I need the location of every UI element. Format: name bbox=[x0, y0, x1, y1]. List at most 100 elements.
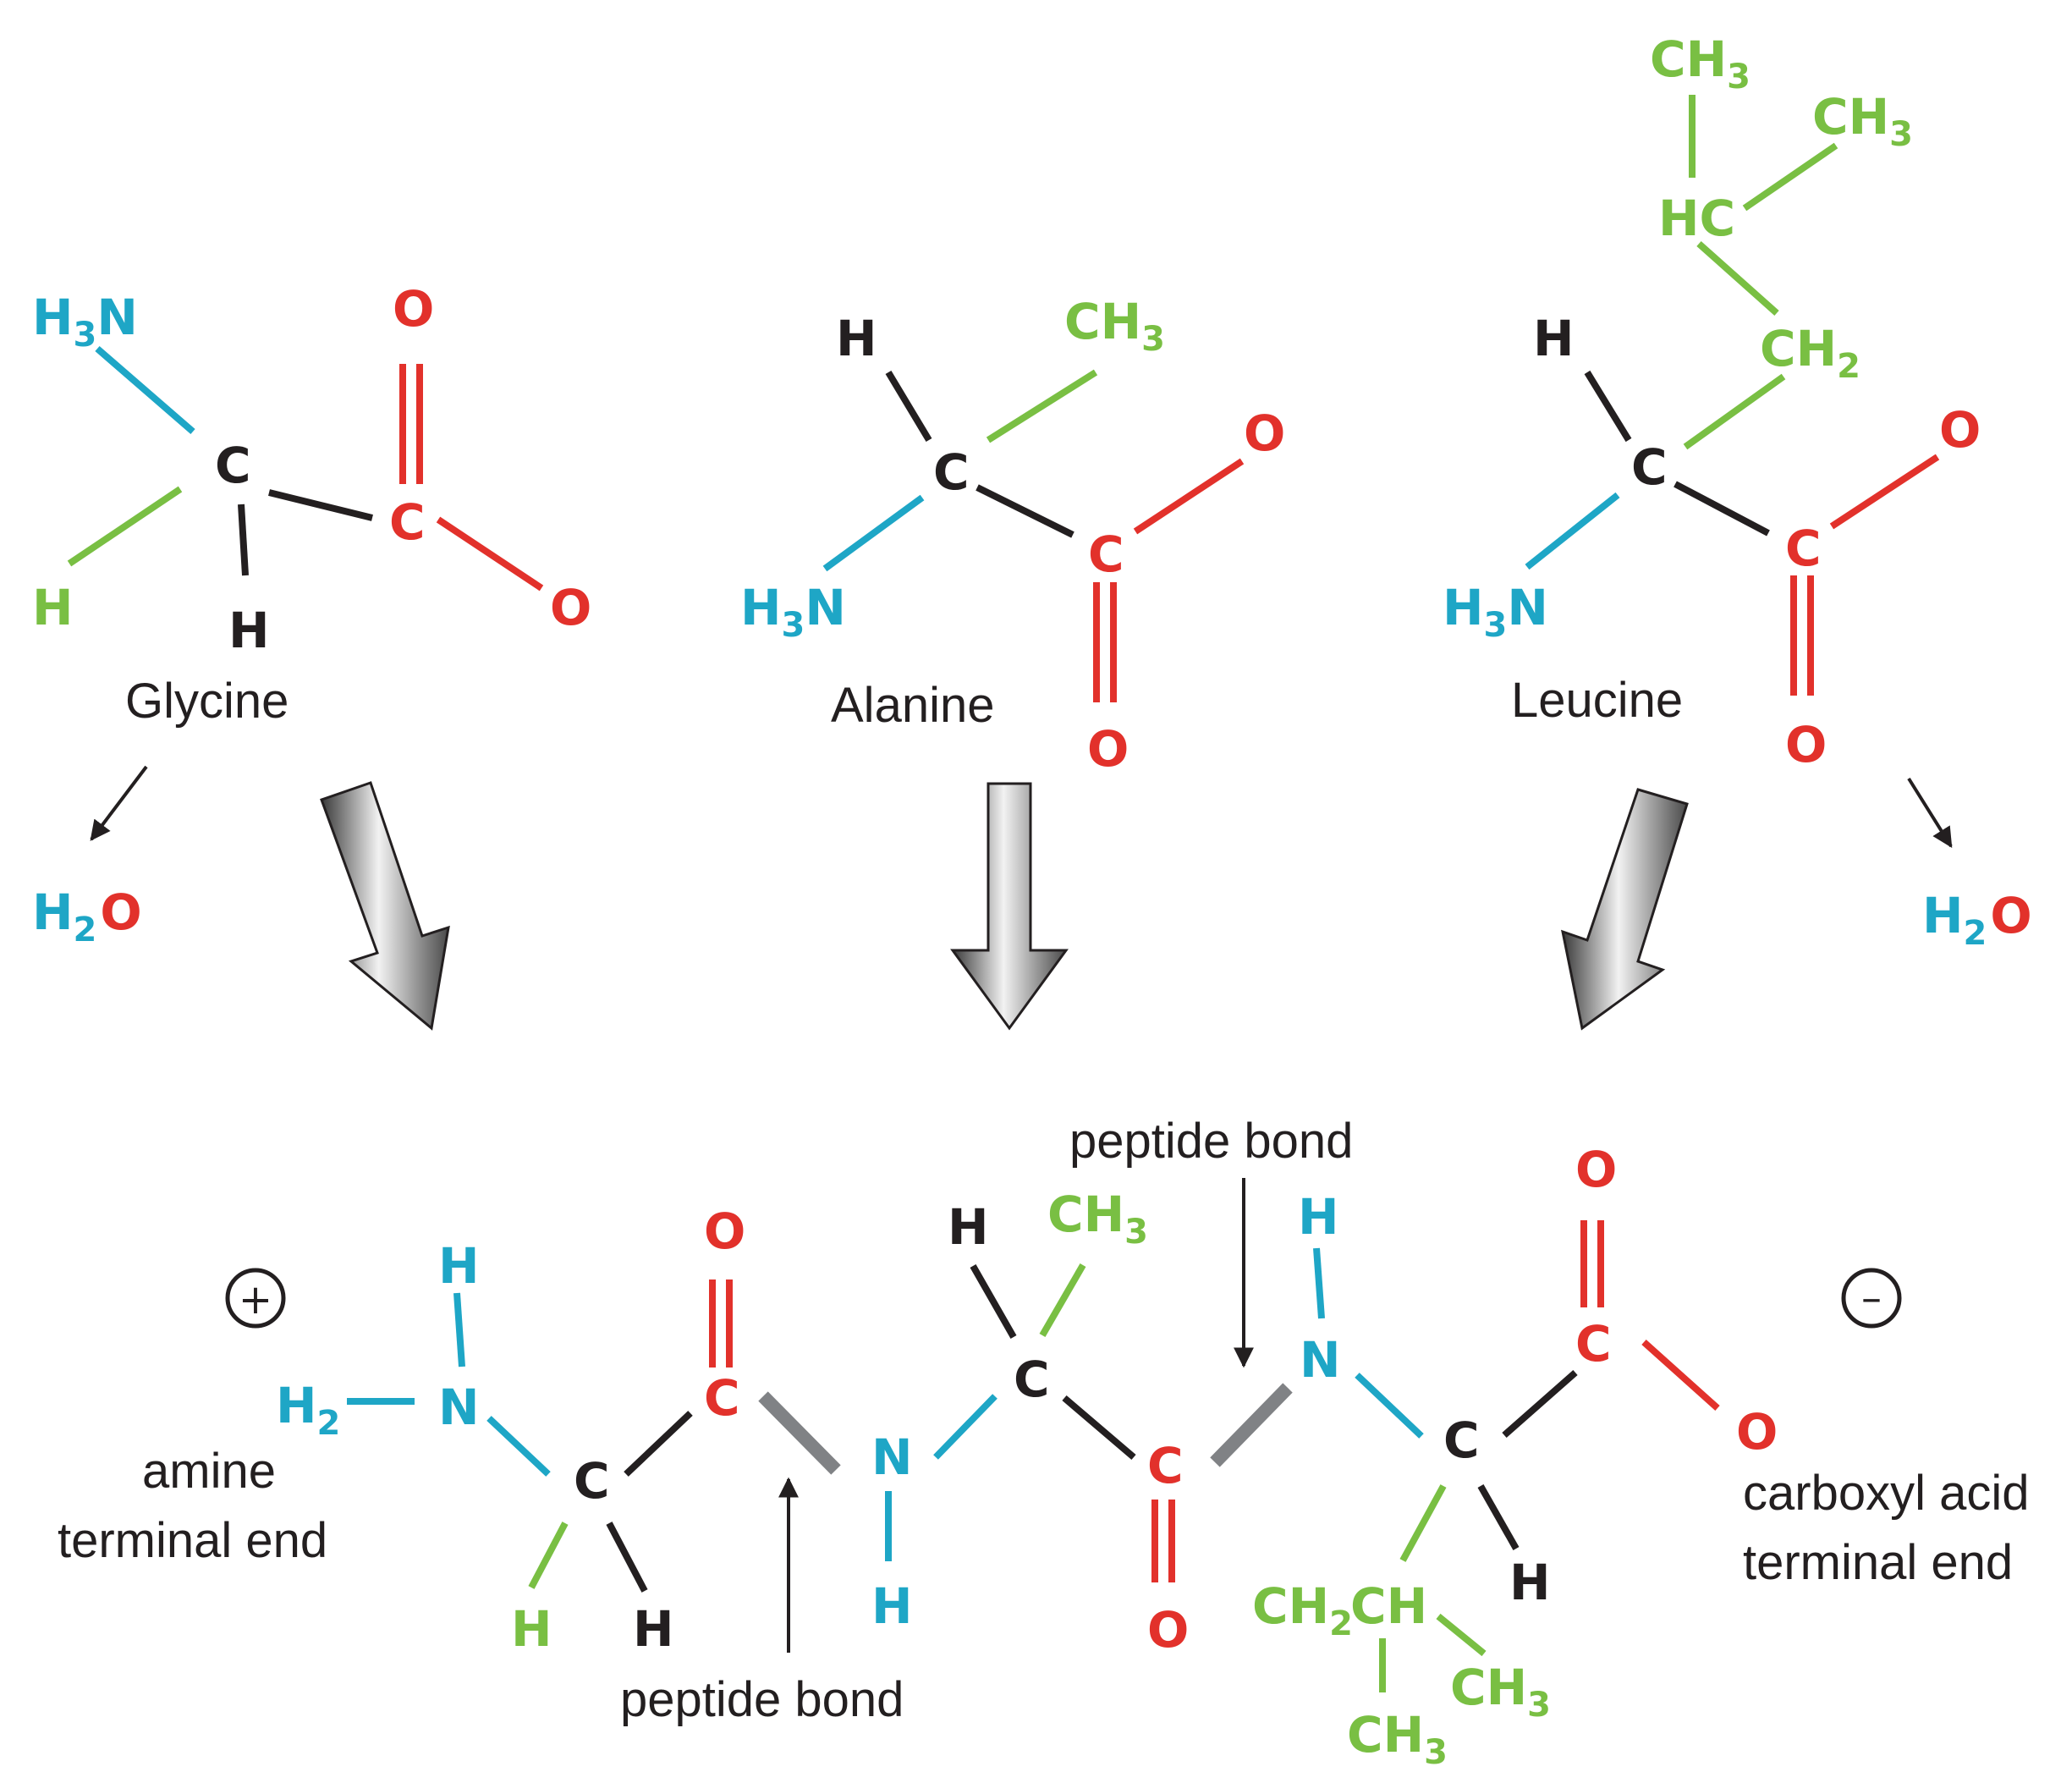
positive-charge: + bbox=[239, 1276, 272, 1323]
alanine-methyl: CH3 bbox=[1064, 293, 1165, 359]
alanine-c-c-bond bbox=[976, 484, 1074, 538]
c5-ch2-bond bbox=[1399, 1484, 1447, 1562]
leucine-n-c-bond bbox=[1525, 492, 1620, 570]
glycine-alpha-carbon: C bbox=[215, 437, 251, 494]
alanine-name: Alanine bbox=[831, 678, 994, 733]
leucine-hydroxyl-oxygen: O bbox=[1939, 401, 1981, 459]
amine-h2: H2 bbox=[276, 1377, 340, 1443]
alanine-residue-h: H bbox=[948, 1198, 989, 1256]
leucine-hc-ch3-bond-b bbox=[1742, 142, 1838, 212]
peptide-nitrogen-2-h: H bbox=[1298, 1188, 1339, 1246]
alanine-alpha-h: H bbox=[836, 310, 877, 367]
leucine-residue-alpha-carbon: C bbox=[1443, 1412, 1480, 1469]
alanine-hydroxyl-oxygen: O bbox=[1244, 404, 1285, 462]
carbonyl-carbon-1: C bbox=[704, 1369, 740, 1427]
glycine-c-o-bond bbox=[436, 516, 544, 592]
leucine-ch2: CH2 bbox=[1760, 320, 1860, 386]
peptide-bond-2 bbox=[1210, 1383, 1293, 1467]
leucine-methyl-top-b: CH3 bbox=[1812, 88, 1913, 154]
amine-h-top: H bbox=[438, 1237, 480, 1295]
leucine-c-h-bond bbox=[1584, 370, 1632, 443]
amine-nitrogen: N bbox=[438, 1379, 480, 1436]
carboxyl-label-line2: terminal end bbox=[1743, 1535, 2013, 1590]
leucine-name: Leucine bbox=[1511, 673, 1683, 728]
alanine-structure: H CH3 C H3N C O O Alanine bbox=[740, 293, 1285, 778]
c3-ch3-bond bbox=[1039, 1263, 1086, 1338]
leucine-carbonyl-oxygen: O bbox=[1785, 716, 1827, 773]
leucine-ch: HC bbox=[1658, 190, 1735, 247]
peptide-bond-label-top: peptide bond bbox=[1069, 1114, 1353, 1169]
glycine-structure: H3N C H H C O O Glycine bbox=[32, 280, 591, 729]
leucine-methyl-top-a: CH3 bbox=[1650, 30, 1750, 96]
reaction-arrow-center bbox=[950, 782, 1069, 1031]
glycine-residue-h-green: H bbox=[511, 1600, 552, 1658]
alanine-carbonyl-oxygen: O bbox=[1087, 720, 1129, 778]
alanine-n-c-bond bbox=[822, 494, 925, 572]
carboxyl-oxygen-single: O bbox=[1736, 1403, 1778, 1461]
alanine-c-h-bond bbox=[885, 370, 932, 443]
leucine-residue-ch: CH bbox=[1350, 1577, 1427, 1635]
leucine-alpha-h: H bbox=[1533, 310, 1575, 367]
peptide-nitrogen-2: N bbox=[1300, 1331, 1341, 1389]
negative-charge-circle bbox=[1841, 1268, 1902, 1329]
c5-c6-bond bbox=[1502, 1369, 1578, 1439]
leucine-alpha-carbon: C bbox=[1631, 438, 1668, 496]
c1-h-black-bond bbox=[606, 1522, 648, 1593]
glycine-name: Glycine bbox=[125, 674, 289, 729]
c3-h-bond bbox=[970, 1264, 1017, 1339]
alanine-carboxyl-carbon: C bbox=[1088, 526, 1124, 583]
c5-h-bond bbox=[1477, 1484, 1520, 1550]
c1-c2-bond bbox=[624, 1411, 693, 1477]
amine-label-line1: amine bbox=[142, 1444, 276, 1499]
ch-ch3-right-bond bbox=[1436, 1613, 1487, 1657]
alanine-c-o-bond bbox=[1133, 458, 1245, 535]
glycine-c-h-bottom-bond bbox=[238, 504, 249, 576]
glycine-amine-group: H3N bbox=[32, 289, 138, 355]
leucine-hc-ch2-bond bbox=[1696, 241, 1779, 316]
carboxyl-c-o-bond bbox=[1641, 1340, 1720, 1411]
leucine-c-c-bond bbox=[1674, 481, 1770, 537]
glycine-carboxyl-carbon: C bbox=[389, 493, 426, 551]
leucine-carboxyl-carbon: C bbox=[1785, 520, 1822, 577]
n2-c5-bond bbox=[1355, 1373, 1424, 1439]
carboxyl-carbon: C bbox=[1575, 1315, 1612, 1373]
tripeptide-structure: + – H2 N H C H H C O N H C H CH3 C bbox=[225, 1141, 1902, 1772]
carboxyl-oxygen-double: O bbox=[1575, 1141, 1617, 1198]
peptide-nitrogen-1: N bbox=[871, 1428, 913, 1486]
leucine-c-o-bond bbox=[1829, 454, 1940, 530]
amine-label-line2: terminal end bbox=[58, 1513, 327, 1568]
alanine-amine-group: H3N bbox=[740, 579, 846, 645]
leucine-residue-ch2: CH2 bbox=[1252, 1577, 1353, 1643]
leucine-ch2-c-bond bbox=[1683, 373, 1786, 450]
glycine-alpha-h: H bbox=[228, 602, 270, 659]
leucine-amine-group: H3N bbox=[1443, 579, 1548, 645]
carbonyl-oxygen-2: O bbox=[1147, 1601, 1189, 1659]
glycine-carbonyl-oxygen: O bbox=[393, 280, 434, 338]
glycine-residue-alpha-carbon: C bbox=[574, 1452, 610, 1510]
carbonyl-oxygen-1: O bbox=[704, 1202, 745, 1260]
n-c1-bond bbox=[486, 1416, 551, 1477]
peptide-nitrogen-1-h: H bbox=[871, 1577, 913, 1635]
n1-c3-bond bbox=[933, 1394, 998, 1460]
c1-h-green-bond bbox=[528, 1522, 569, 1589]
glycine-hydroxyl-oxygen: O bbox=[550, 579, 591, 636]
glycine-side-chain-h: H bbox=[32, 579, 74, 636]
leucine-residue-methyl-bottom: CH3 bbox=[1347, 1706, 1448, 1772]
glycine-n-c-bond bbox=[95, 345, 195, 435]
negative-charge: – bbox=[1861, 1274, 1882, 1322]
carbonyl-carbon-2: C bbox=[1147, 1437, 1184, 1494]
reaction-arrow-right bbox=[1561, 788, 1689, 1031]
leucine-water-arrow bbox=[1907, 777, 1953, 849]
alanine-c-ch3-bond bbox=[986, 369, 1098, 443]
positive-charge-circle bbox=[225, 1268, 286, 1329]
n2-h-bond bbox=[1313, 1247, 1325, 1319]
reaction-arrow-left bbox=[320, 781, 450, 1031]
glycine-residue-h-black: H bbox=[633, 1600, 674, 1658]
peptide-bond-label-bottom: peptide bond bbox=[620, 1672, 904, 1727]
glycine-c-c-bond bbox=[268, 489, 373, 521]
leucine-structure: CH3 CH3 HC CH2 H C H3N C O O Leucine bbox=[1443, 30, 1981, 773]
alanine-alpha-carbon: C bbox=[933, 443, 970, 501]
carboxyl-label-line1: carboxyl acid bbox=[1743, 1466, 2029, 1521]
c3-c4-bond bbox=[1062, 1395, 1136, 1461]
